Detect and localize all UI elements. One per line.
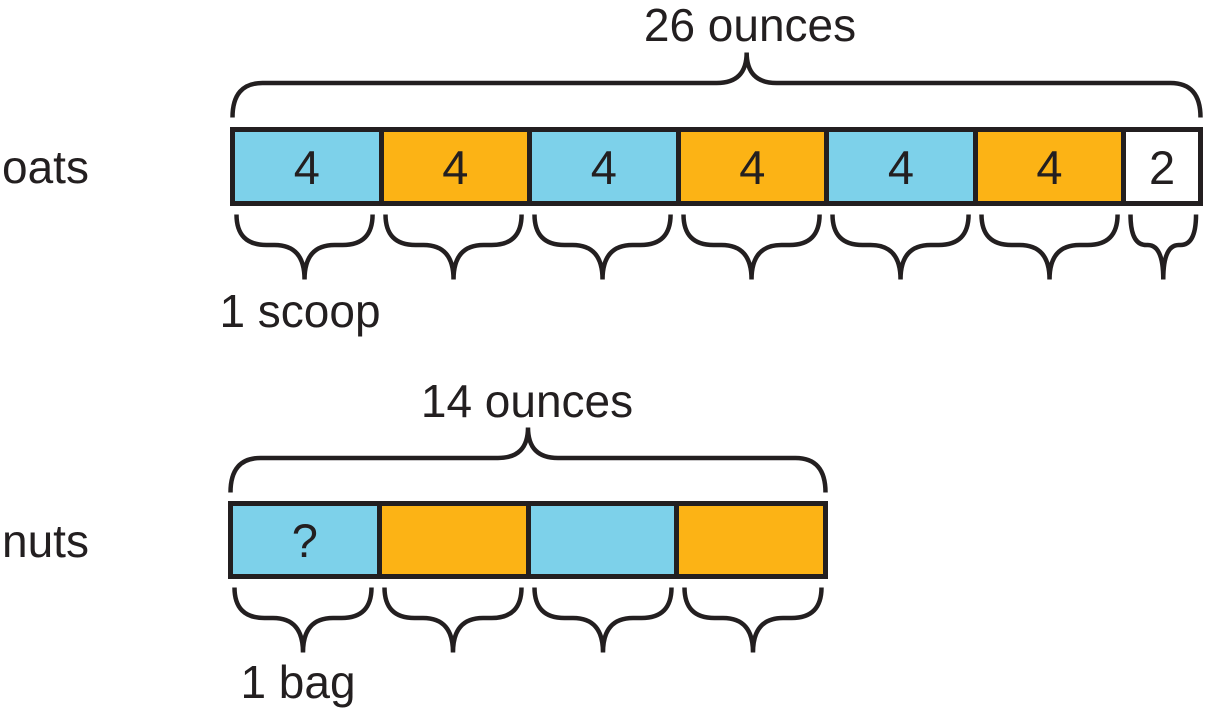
- nuts-unit-label: 1 bag: [240, 656, 356, 708]
- nuts-cell-1: ?: [233, 506, 377, 574]
- oats-cell-4: 4: [675, 132, 825, 201]
- nuts-total-label: 14 ounces: [420, 375, 634, 427]
- nuts-cell-2: [376, 506, 526, 574]
- nuts-bar: ?: [228, 501, 828, 579]
- nuts-brace-row: [228, 585, 828, 655]
- nuts-cell-brace-3: [528, 585, 678, 655]
- oats-cell-brace-6: [975, 212, 1124, 282]
- oats-unit-label: 1 scoop: [219, 285, 381, 337]
- oats-cell-7: 2: [1121, 132, 1198, 201]
- nuts-cell-brace-1: [228, 585, 378, 655]
- nuts-total-brace: [228, 427, 828, 493]
- oats-cell-2: 4: [378, 132, 528, 201]
- oats-cell-1: 4: [235, 132, 379, 201]
- oats-cell-brace-5: [826, 212, 975, 282]
- oats-cell-brace-1: [230, 212, 379, 282]
- oats-cell-3: 4: [527, 132, 676, 201]
- oats-cell-6: 4: [972, 132, 1122, 201]
- oats-cell-brace-4: [677, 212, 826, 282]
- oats-cell-5: 4: [824, 132, 973, 201]
- nuts-cell-brace-4: [678, 585, 828, 655]
- oats-cell-brace-7: [1124, 212, 1203, 282]
- nuts-cell-4: [674, 506, 823, 574]
- nuts-cell-brace-2: [378, 585, 528, 655]
- oats-cell-brace-3: [528, 212, 677, 282]
- oats-bar: 4 4 4 4 4 4 2: [230, 127, 1203, 206]
- oats-row-label: oats: [2, 141, 89, 193]
- nuts-cell-3: [525, 506, 675, 574]
- oats-cell-brace-2: [379, 212, 528, 282]
- oats-total-label: 26 ounces: [643, 0, 857, 51]
- nuts-row-label: nuts: [2, 515, 89, 567]
- oats-brace-row: [230, 212, 1203, 282]
- oats-total-brace: [230, 52, 1203, 118]
